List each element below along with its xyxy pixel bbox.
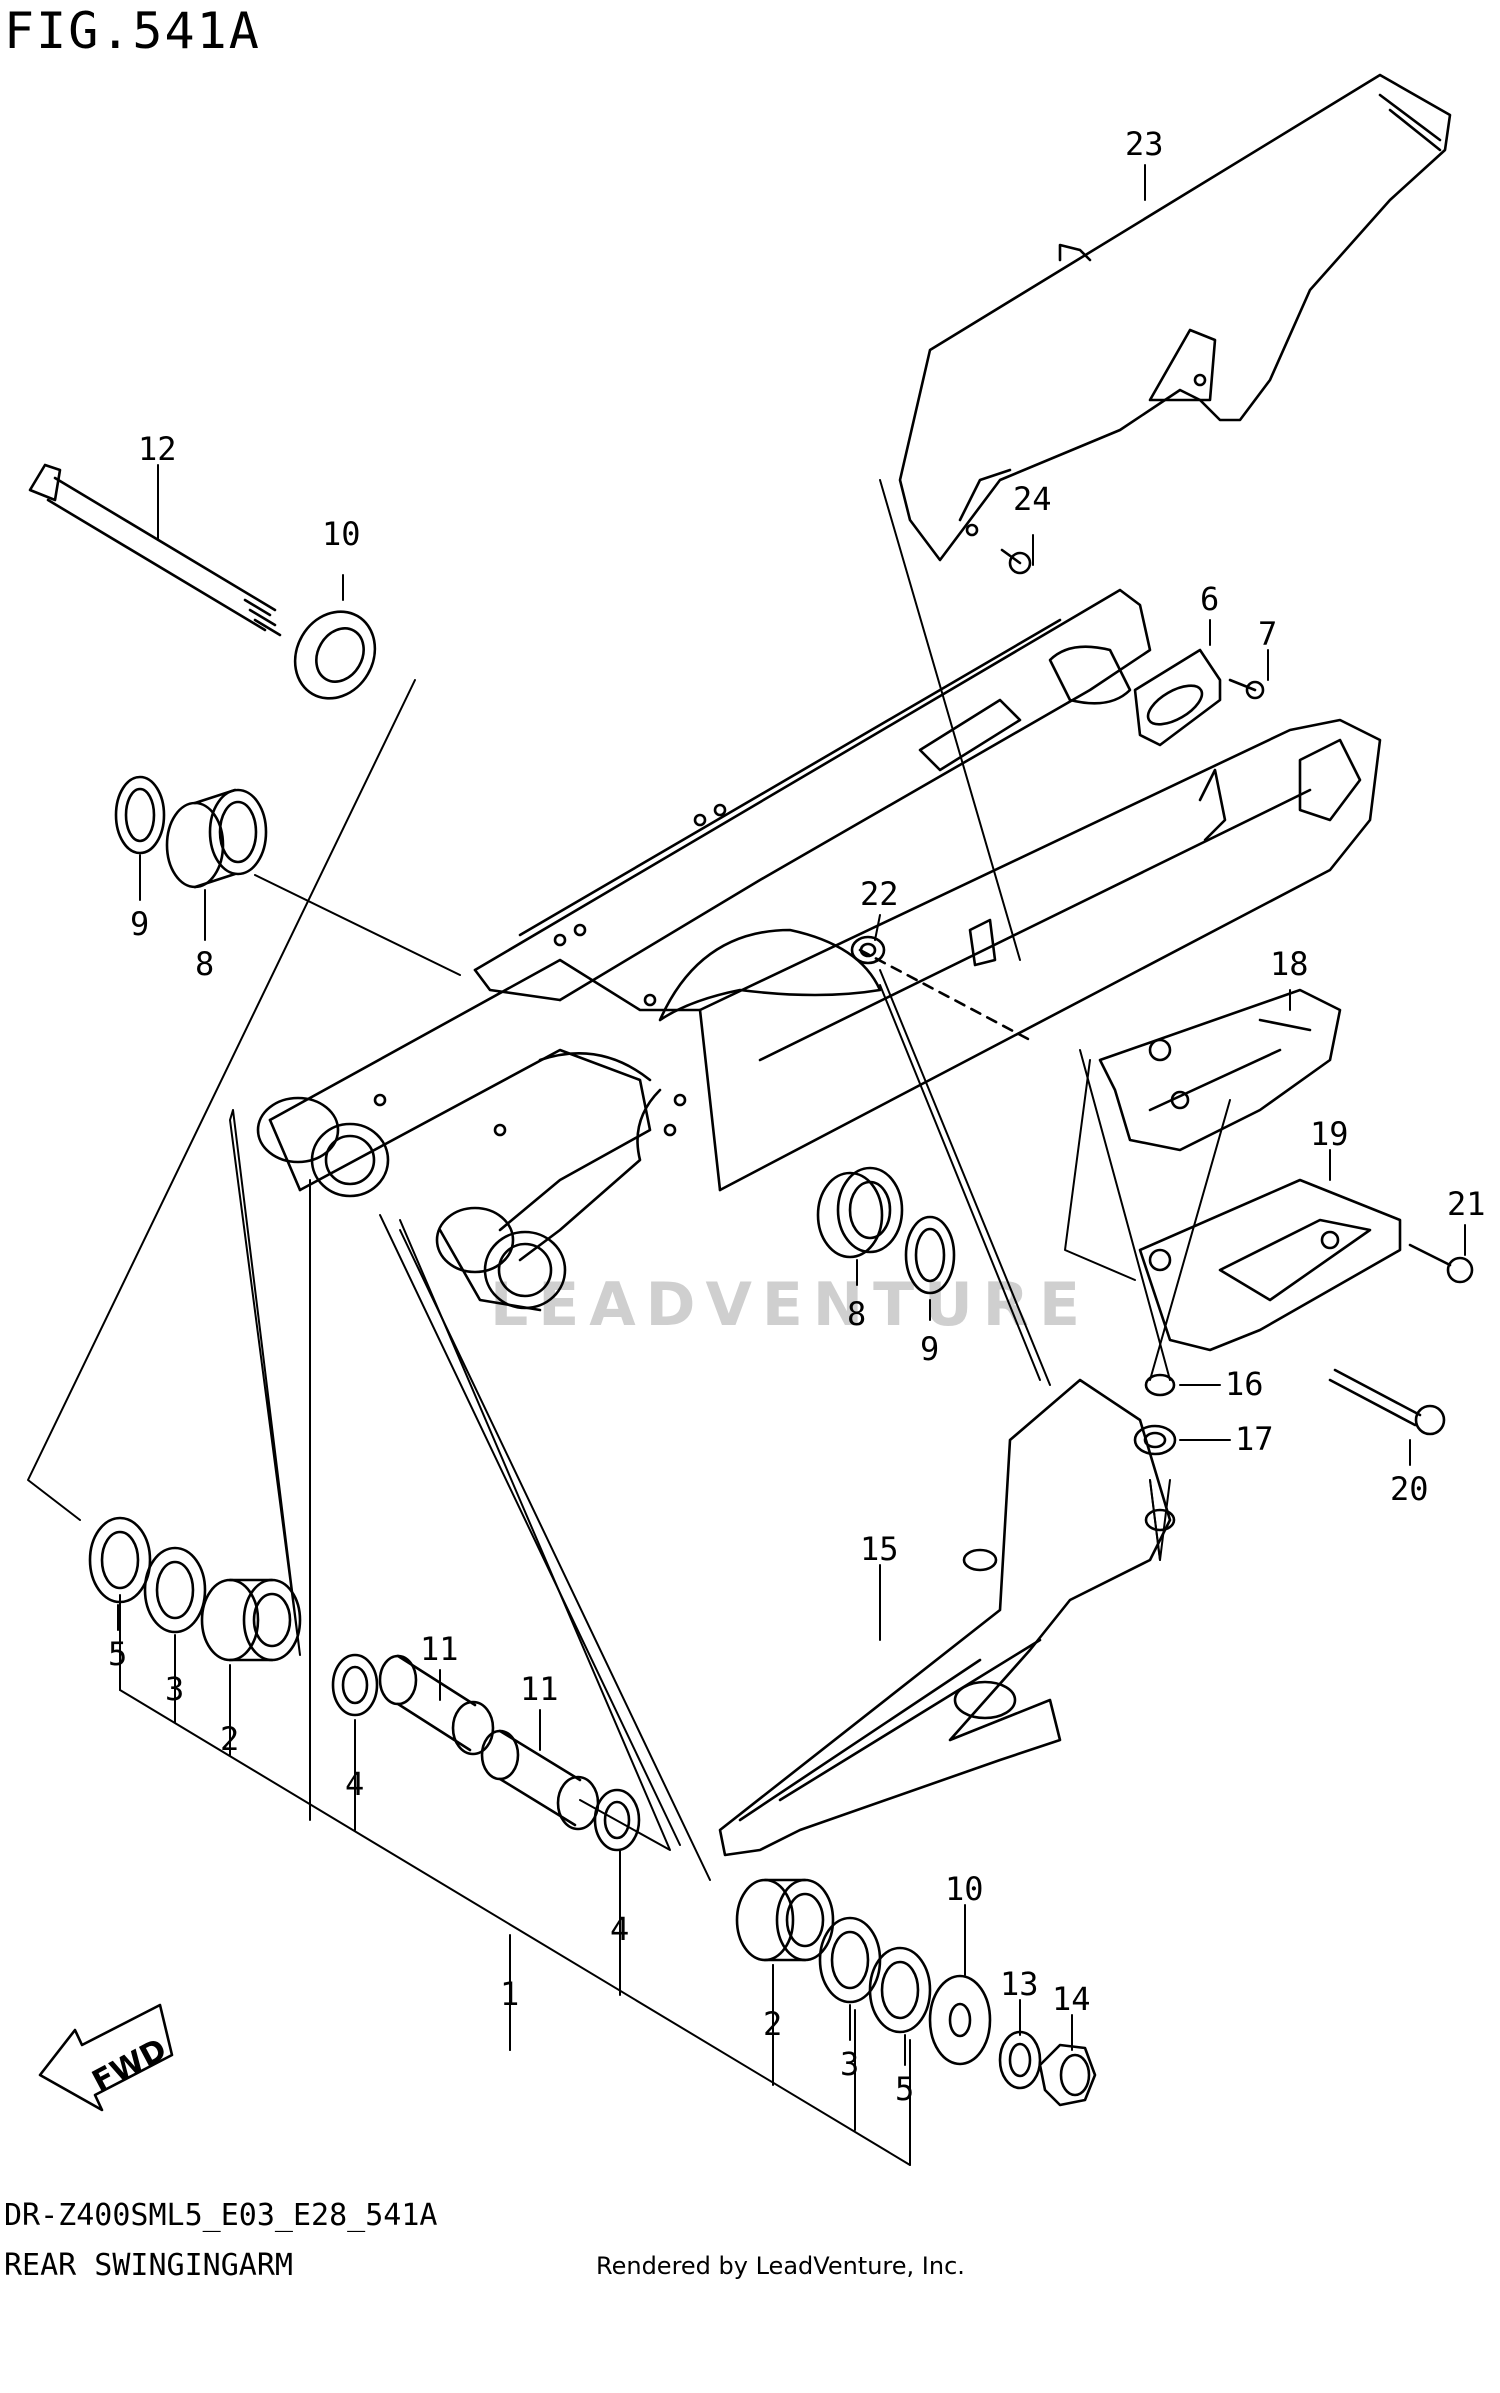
leader-lines (117, 164, 1466, 2066)
nut-22 (850, 935, 886, 965)
callout: 4 (610, 1910, 629, 1948)
callout: 8 (195, 945, 214, 983)
bearing-2-left (200, 1578, 302, 1662)
callout: 13 (1000, 1965, 1039, 2003)
plate-6 (1133, 648, 1222, 747)
seal-9-lower (904, 1215, 956, 1295)
callout: 3 (165, 1670, 184, 1708)
screw-24 (1000, 548, 1032, 575)
callout: 7 (1258, 615, 1277, 653)
collar-4-left (331, 1653, 379, 1717)
callout: 9 (920, 1330, 939, 1368)
spacer-11-upper (378, 1654, 495, 1756)
callout: 16 (1225, 1365, 1264, 1403)
model-code: DR-Z400SML5_E03_E28_541A (4, 2198, 438, 2233)
bearing-2-right (735, 1878, 835, 1962)
callout: 19 (1310, 1115, 1349, 1153)
callout: 5 (108, 1635, 127, 1673)
washer-10-upper (293, 610, 377, 700)
swingarm-body (256, 588, 1382, 1312)
seal-3-left (143, 1546, 207, 1634)
callout: 11 (520, 1670, 559, 1708)
callout: 2 (220, 1720, 239, 1758)
nut-14 (1038, 2043, 1097, 2107)
bolt-21 (1408, 1243, 1474, 1284)
callout: 24 (1013, 480, 1052, 518)
seal-5-left (88, 1516, 152, 1604)
callout-labels: 23 12 10 24 6 7 9 8 22 18 19 21 8 9 16 1… (108, 125, 1486, 2108)
callout: 5 (895, 2070, 914, 2108)
callout: 17 (1235, 1420, 1274, 1458)
bolt-20 (1328, 1368, 1446, 1436)
callout: 9 (130, 905, 149, 943)
callout: 20 (1390, 1470, 1429, 1508)
callout: 6 (1200, 580, 1219, 618)
callout: 18 (1270, 945, 1309, 983)
callout: 14 (1052, 1980, 1091, 2018)
callout: 12 (138, 430, 177, 468)
callout: 11 (420, 1630, 459, 1668)
callout: 22 (860, 875, 899, 913)
callout: 1 (500, 1975, 519, 2013)
callout: 10 (945, 1870, 984, 1908)
figure-title: FIG.541A (4, 2, 261, 60)
callout: 4 (345, 1765, 364, 1803)
callout: 21 (1447, 1185, 1486, 1223)
bearing-8-upper (165, 788, 268, 889)
chain-case (898, 73, 1452, 562)
figure-name: REAR SWINGINGARM (4, 2248, 293, 2283)
callout: 8 (847, 1295, 866, 1333)
washer-10-lower (928, 1974, 992, 2066)
screw-16 (1144, 1373, 1176, 1397)
seal-5-right (868, 1946, 932, 2034)
chain-guard-15 (718, 1378, 1176, 1857)
callout: 2 (763, 2005, 782, 2043)
collar-4-right (593, 1788, 641, 1852)
washer-13 (998, 2030, 1042, 2090)
callout: 23 (1125, 125, 1164, 163)
render-credit: Rendered by LeadVenture, Inc. (596, 2252, 965, 2280)
callout: 3 (840, 2045, 859, 2083)
watermark: LEADVENTURE (490, 1270, 1090, 1340)
callout: 10 (322, 515, 361, 553)
chain-slider-18 (1098, 988, 1342, 1152)
bolt-7 (1228, 678, 1265, 700)
pivot-bolt (28, 463, 282, 637)
callout: 15 (860, 1530, 899, 1568)
bearing-8-lower (816, 1166, 904, 1259)
chain-guide-19 (1138, 1178, 1402, 1352)
fwd-arrow: FWD (38, 2003, 174, 2112)
washer-17 (1133, 1424, 1177, 1456)
seal-9-upper (114, 775, 166, 855)
